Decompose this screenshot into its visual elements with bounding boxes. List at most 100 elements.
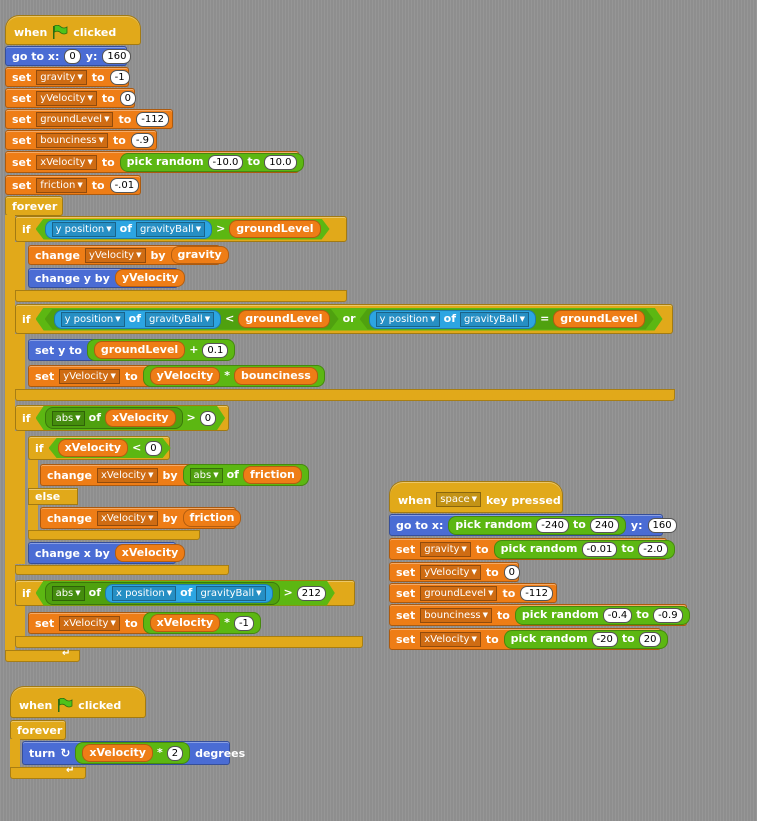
value-input[interactable]: -112 xyxy=(520,585,553,601)
variable-dropdown[interactable]: yVelocity▼ xyxy=(420,564,481,580)
sprite-dropdown[interactable]: gravityBall▼ xyxy=(145,312,214,327)
variable-dropdown[interactable]: groundLevel▼ xyxy=(36,111,114,127)
set-y-block[interactable]: set y to groundLevel + 0.1 xyxy=(28,339,236,361)
set-xvelocity-block[interactable]: set xVelocity▼ to pick random -10.0 to 1… xyxy=(5,151,304,173)
if-block[interactable]: if y position▼ of gravityBall▼ > groundL… xyxy=(15,216,347,242)
set-yvelocity-block[interactable]: set yVelocity▼ to yVelocity * bounciness xyxy=(28,365,325,387)
multiply-reporter[interactable]: xVelocity * -1 xyxy=(142,612,261,634)
change-xvelocity-block[interactable]: change xVelocity▼ by friction xyxy=(40,507,242,529)
pick-random-reporter[interactable]: pick random -240 to 240 xyxy=(448,515,626,535)
max-input[interactable]: 240 xyxy=(589,517,619,533)
when-flag-clicked-hat[interactable]: when clicked xyxy=(5,15,141,45)
variable-reporter[interactable]: xVelocity xyxy=(114,544,186,562)
variable-dropdown[interactable]: bounciness▼ xyxy=(420,607,492,623)
forever-bottom[interactable] xyxy=(5,650,80,662)
value-input[interactable]: -1 xyxy=(233,615,254,631)
variable-reporter[interactable]: yVelocity xyxy=(114,269,186,287)
value-input[interactable]: 0 xyxy=(200,411,216,426)
variable-dropdown[interactable]: bounciness▼ xyxy=(36,132,108,148)
go-to-xy-block[interactable]: go to x: pick random -240 to 240 y: 160 xyxy=(389,514,677,536)
y-input[interactable]: 160 xyxy=(647,517,677,533)
key-dropdown[interactable]: space▼ xyxy=(436,492,482,507)
y-input[interactable]: 160 xyxy=(102,48,132,64)
abs-of-reporter[interactable]: abs▼ of friction xyxy=(182,464,309,486)
value-input[interactable]: 0 xyxy=(503,564,521,580)
variable-dropdown[interactable]: groundLevel▼ xyxy=(420,585,498,601)
sprite-dropdown[interactable]: gravityBall▼ xyxy=(136,222,205,237)
pick-random-reporter[interactable]: pick random -20 to 20 xyxy=(503,629,669,649)
forever-bottom[interactable] xyxy=(10,767,86,779)
property-dropdown[interactable]: x position▼ xyxy=(112,586,176,601)
or-boolean[interactable]: y position▼ of gravityBall▼ < groundLeve… xyxy=(36,308,663,331)
variable-dropdown[interactable]: yVelocity▼ xyxy=(59,368,120,384)
set-friction-block[interactable]: set friction▼ to -.01 xyxy=(5,175,141,195)
max-input[interactable]: -0.9 xyxy=(653,607,683,623)
change-x-block[interactable]: change x by xVelocity xyxy=(28,542,186,564)
less-than-boolean[interactable]: y position▼ of gravityBall▼ < groundLeve… xyxy=(45,309,339,330)
property-of-reporter[interactable]: y position▼ of gravityBall▼ xyxy=(369,310,537,329)
min-input[interactable]: -0.01 xyxy=(581,541,618,557)
value-input[interactable]: -.9 xyxy=(130,132,154,148)
set-groundlevel-block[interactable]: set groundLevel▼ to -112 xyxy=(5,109,173,129)
variable-reporter[interactable]: groundLevel xyxy=(229,220,320,238)
variable-reporter[interactable]: xVelocity xyxy=(105,409,176,427)
multiply-reporter[interactable]: xVelocity * 2 xyxy=(75,742,191,764)
max-input[interactable]: 20 xyxy=(638,631,662,647)
variable-dropdown[interactable]: xVelocity▼ xyxy=(96,510,158,526)
variable-reporter[interactable]: friction xyxy=(242,466,302,484)
value-input[interactable]: 2 xyxy=(166,745,184,761)
variable-reporter[interactable]: groundLevel xyxy=(93,341,186,359)
property-of-reporter[interactable]: x position▼ of gravityBall▼ xyxy=(105,584,273,603)
equals-boolean[interactable]: y position▼ of gravityBall▼ = groundLeve… xyxy=(360,309,654,330)
when-key-pressed-hat[interactable]: when space▼ key pressed xyxy=(389,481,563,513)
change-yvelocity-block[interactable]: change yVelocity▼ by gravity xyxy=(28,245,229,265)
pick-random-reporter[interactable]: pick random -0.4 to -0.9 xyxy=(514,605,690,625)
function-dropdown[interactable]: abs▼ xyxy=(52,411,85,426)
variable-dropdown[interactable]: xVelocity▼ xyxy=(420,631,481,647)
variable-dropdown[interactable]: xVelocity▼ xyxy=(36,154,97,170)
set-xvelocity-block[interactable]: set xVelocity▼ to xVelocity * -1 xyxy=(28,612,261,634)
abs-of-reporter[interactable]: abs▼ of x position▼ of gravityBall▼ xyxy=(45,582,280,605)
forever-block[interactable]: forever xyxy=(5,196,63,216)
x-input[interactable]: 0 xyxy=(64,48,81,64)
variable-reporter[interactable]: groundLevel xyxy=(238,310,329,328)
variable-reporter[interactable]: groundLevel xyxy=(553,310,644,328)
sprite-dropdown[interactable]: gravityBall▼ xyxy=(460,312,529,327)
set-xvelocity-block[interactable]: set xVelocity▼ to pick random -20 to 20 xyxy=(389,628,669,650)
min-input[interactable]: -20 xyxy=(591,631,618,647)
value-input[interactable]: -.01 xyxy=(109,177,140,193)
value-input[interactable]: -1 xyxy=(109,69,130,85)
property-dropdown[interactable]: y position▼ xyxy=(376,312,440,327)
variable-dropdown[interactable]: yVelocity▼ xyxy=(36,90,97,106)
property-of-reporter[interactable]: y position▼ of gravityBall▼ xyxy=(45,220,213,239)
variable-dropdown[interactable]: friction▼ xyxy=(36,177,87,193)
set-groundlevel-block[interactable]: set groundLevel▼ to -112 xyxy=(389,583,557,603)
variable-reporter[interactable]: gravity xyxy=(170,246,229,264)
function-dropdown[interactable]: abs▼ xyxy=(189,467,223,483)
value-input[interactable]: 0.1 xyxy=(202,342,229,358)
go-to-xy-block[interactable]: go to x: 0 y: 160 xyxy=(5,46,132,66)
when-flag-clicked-hat[interactable]: when clicked xyxy=(10,686,146,718)
property-dropdown[interactable]: y position▼ xyxy=(52,222,116,237)
set-yvelocity-block[interactable]: set yVelocity▼ to 0 xyxy=(5,88,137,108)
variable-dropdown[interactable]: gravity▼ xyxy=(420,541,471,557)
max-input[interactable]: 10.0 xyxy=(264,154,297,170)
greater-than-boolean[interactable]: abs▼ of xVelocity > 0 xyxy=(36,406,226,430)
value-input[interactable]: 212 xyxy=(297,586,326,601)
if-else-block[interactable]: if xVelocity < 0 xyxy=(28,436,170,460)
forever-block[interactable]: forever xyxy=(10,720,66,740)
sprite-dropdown[interactable]: gravityBall▼ xyxy=(196,586,265,601)
variable-reporter[interactable]: yVelocity xyxy=(149,367,221,385)
set-yvelocity-block[interactable]: set yVelocity▼ to 0 xyxy=(389,562,521,582)
set-bounciness-block[interactable]: set bounciness▼ to pick random -0.4 to -… xyxy=(389,604,690,626)
variable-reporter[interactable]: friction xyxy=(182,509,242,527)
value-input[interactable]: 0 xyxy=(145,441,161,456)
property-dropdown[interactable]: y position▼ xyxy=(61,312,125,327)
greater-than-boolean[interactable]: abs▼ of x position▼ of gravityBall▼ > 21… xyxy=(36,581,335,606)
set-gravity-block[interactable]: set gravity▼ to pick random -0.01 to -2.… xyxy=(389,538,675,560)
variable-reporter[interactable]: xVelocity xyxy=(82,744,153,762)
property-of-reporter[interactable]: y position▼ of gravityBall▼ xyxy=(54,310,222,329)
min-input[interactable]: -240 xyxy=(536,517,569,533)
variable-dropdown[interactable]: xVelocity▼ xyxy=(59,615,120,631)
turn-block[interactable]: turn ↻ xVelocity * 2 degrees xyxy=(22,741,245,765)
